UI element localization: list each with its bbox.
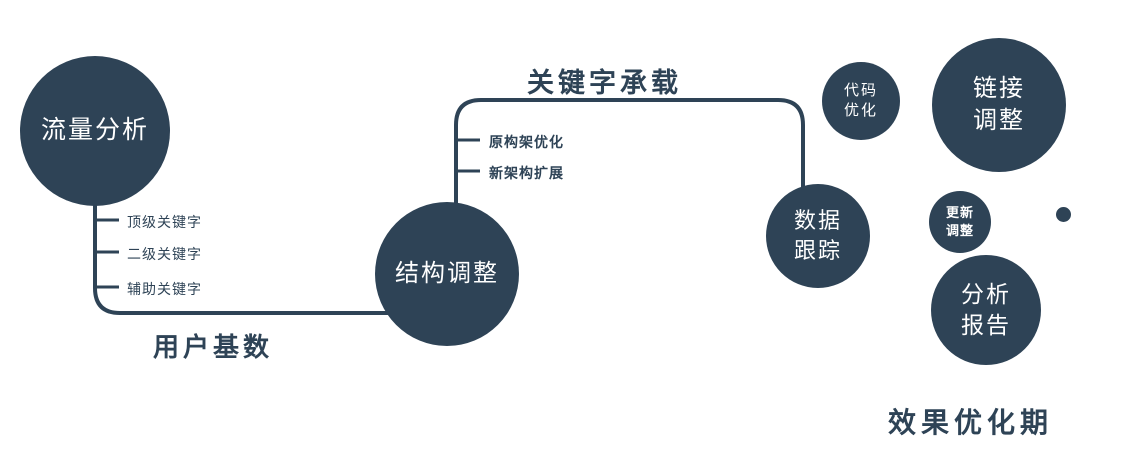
node-code-optimize: 代码 优化 [822, 62, 900, 140]
node-data-tracking-line1: 数据 [793, 208, 842, 234]
edge-traffic-to-structure [93, 150, 408, 315]
edge-label-keyword-carry: 关键字承载 [527, 68, 682, 98]
node-traffic-analysis: 流量分析 [20, 56, 170, 206]
node-structure-adjust-label: 结构调整 [395, 259, 499, 287]
branch-label-top-keywords: 顶级关键字 [127, 214, 202, 230]
node-update-adjust: 更新 调整 [929, 191, 991, 253]
edge-structure-to-data-tracking [454, 98, 805, 218]
node-update-adjust-line2: 调整 [945, 223, 974, 238]
branch-label-arch-expand: 新架构扩展 [489, 165, 564, 181]
edge-label-user-base: 用户基数 [153, 332, 274, 362]
node-data-tracking-line2: 跟踪 [793, 238, 842, 263]
node-update-adjust-line1: 更新 [945, 205, 974, 221]
bullet-dot [1056, 207, 1071, 222]
node-data-tracking: 数据 跟踪 [766, 184, 870, 288]
node-traffic-analysis-label: 流量分析 [40, 116, 149, 145]
phase-caption: 效果优化期 [888, 407, 1054, 438]
node-link-adjust-line2: 调整 [973, 107, 1025, 134]
node-link-adjust: 链接 调整 [932, 38, 1066, 172]
node-analysis-report-line2: 报告 [961, 312, 1011, 338]
node-analysis-report: 分析 报告 [931, 255, 1041, 365]
branch-label-arch-optimize: 原构架优化 [489, 134, 564, 150]
node-structure-adjust: 结构调整 [375, 202, 519, 346]
node-analysis-report-line1: 分析 [961, 280, 1011, 307]
branch-label-aux-keywords: 辅助关键字 [127, 281, 202, 297]
node-code-optimize-line2: 优化 [843, 102, 878, 119]
branch-label-second-keywords: 二级关键字 [127, 246, 202, 262]
node-code-optimize-line1: 代码 [843, 81, 878, 99]
node-link-adjust-line1: 链接 [973, 74, 1025, 102]
